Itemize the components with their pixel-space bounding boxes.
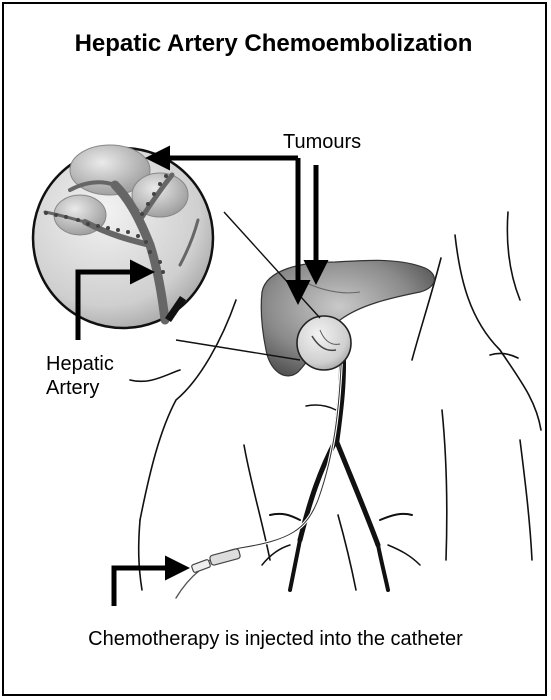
hepatic-artery-label-line2: Artery: [46, 376, 114, 400]
magnified-view: [33, 145, 213, 328]
tumours-label: Tumours: [283, 130, 361, 154]
catheter-callout: [114, 568, 185, 606]
hepatic-artery-label: Hepatic Artery: [46, 352, 114, 400]
caption: Chemotherapy is injected into the cathet…: [0, 628, 551, 651]
catheter: [176, 345, 342, 598]
hepatic-artery-label-line1: Hepatic: [46, 352, 114, 376]
liver-zoom-marker: [297, 316, 351, 370]
